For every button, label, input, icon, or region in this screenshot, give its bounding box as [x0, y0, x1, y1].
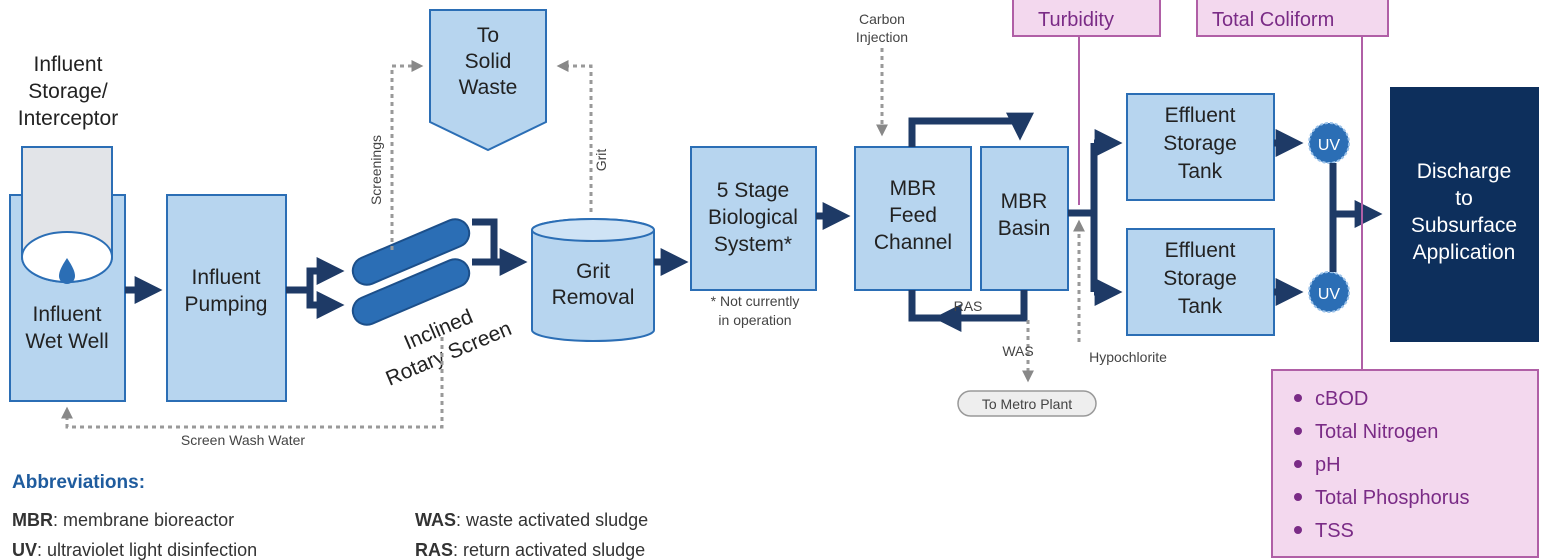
abbreviation-item: RAS: return activated sludge: [415, 540, 645, 560]
param-item: pH: [1315, 454, 1341, 476]
was-label: WAS: [1002, 343, 1033, 359]
abbreviation-item: UV: ultraviolet light disinfection: [12, 540, 257, 560]
param-item: Total Phosphorus: [1315, 487, 1470, 509]
param-bullet: [1294, 427, 1302, 435]
grit-label: Grit: [593, 149, 609, 172]
param-bullet: [1294, 394, 1302, 402]
uv-1-icon: [1308, 122, 1350, 164]
total-coliform-param-label: Total Coliform: [1212, 9, 1334, 31]
effluent-parameters-box: [1271, 369, 1539, 558]
discharge-box: [1390, 87, 1539, 342]
rotary-screen-upper: [351, 218, 471, 286]
to-metro-plant-label: To Metro Plant: [982, 396, 1072, 412]
param-item: TSS: [1315, 520, 1354, 542]
turbidity-param-label: Turbidity: [1038, 9, 1114, 31]
param-bullet: [1294, 526, 1302, 534]
influent-pumping-box: [166, 194, 287, 402]
hypochlorite-label: Hypochlorite: [1089, 349, 1167, 365]
param-item: Total Nitrogen: [1315, 421, 1438, 443]
effluent-tank-1-box: [1126, 93, 1275, 201]
ras-label: RAS: [954, 298, 983, 314]
turbidity-param-box: [1012, 0, 1161, 37]
rotary-screen-lower: [351, 258, 471, 326]
abbreviations-title: Abbreviations:: [12, 472, 145, 493]
param-bullet: [1294, 493, 1302, 501]
uv-2-label: UV: [1318, 286, 1341, 303]
param-bullet: [1294, 460, 1302, 468]
param-item: cBOD: [1315, 388, 1368, 410]
total-coliform-param-box: [1196, 0, 1389, 37]
uv-1-label: UV: [1318, 137, 1341, 154]
solid-waste-box: [429, 9, 547, 152]
abbreviation-item: WAS: waste activated sludge: [415, 510, 648, 530]
to-metro-plant-pill: [957, 390, 1097, 417]
uv-2-icon: [1308, 271, 1350, 313]
effluent-tank-2-box: [1126, 228, 1275, 336]
water-drop-icon: [59, 258, 75, 284]
mbr-feed-channel-box: [854, 146, 972, 291]
screenings-label: Screenings: [368, 135, 384, 205]
screen-wash-water-label: Screen Wash Water: [181, 432, 306, 448]
abbreviation-item: MBR: membrane bioreactor: [12, 510, 234, 530]
